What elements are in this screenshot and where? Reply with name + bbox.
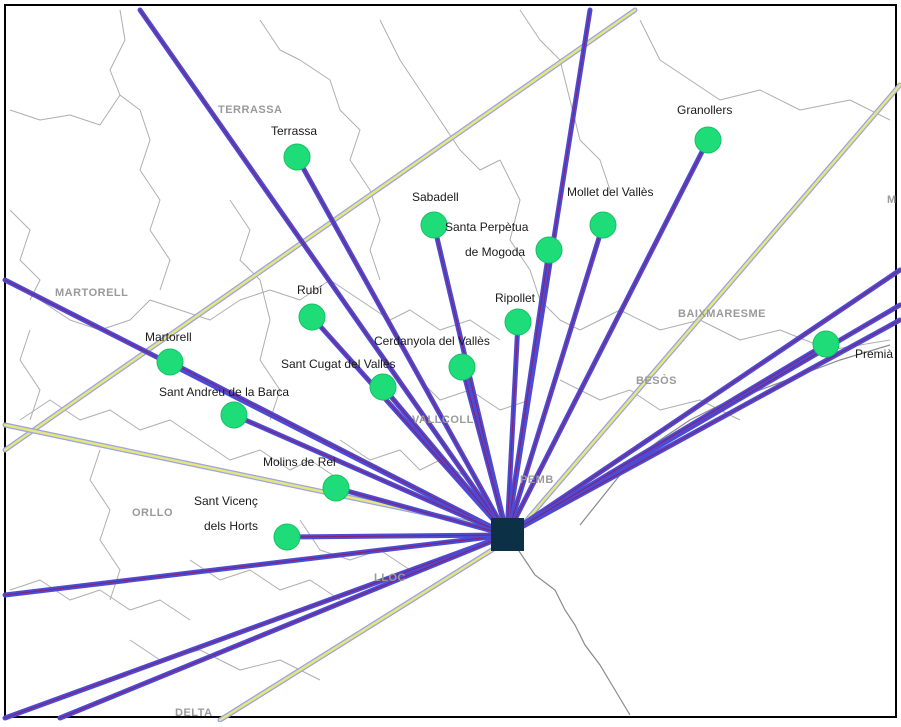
city-dot-santa-perpetua[interactable] <box>535 236 563 264</box>
long-route-6 <box>59 534 508 719</box>
city-label-santa-perpetua: Santa Perpètua <box>445 220 529 234</box>
long-route-9 <box>506 319 901 536</box>
region-label-lloc: LLOC <box>374 572 406 584</box>
city-label-premia: Premià <box>855 347 893 361</box>
region-label-pemb: PEMB <box>520 474 554 486</box>
city-label-sant-vicenc-2: dels Horts <box>204 519 258 533</box>
long-route-4 <box>4 534 508 596</box>
route-premia <box>506 343 827 536</box>
region-label-vallcoll: VALLCOLL <box>412 414 474 426</box>
region-label-m: M <box>887 194 897 206</box>
route-cerdanyola-del-valles <box>461 366 508 536</box>
city-label-terrassa: Terrassa <box>271 124 317 138</box>
long-route-1 <box>139 9 508 536</box>
city-dot-terrassa[interactable] <box>283 143 311 171</box>
city-label-martorell: Martorell <box>145 330 192 344</box>
route-martorell <box>169 361 508 536</box>
city-dot-sant-vicenc[interactable] <box>273 523 301 551</box>
region-labels: TERRASSA MARTORELL BAIXMARESME BESÒS VAL… <box>55 104 897 719</box>
boundaries <box>9 9 891 681</box>
city-dot-sant-andreu-de-la-barca[interactable] <box>220 401 248 429</box>
city-label-santa-perpetua-2: de Mogoda <box>465 245 525 259</box>
city-labels: Granollers Terrassa Sabadell Mollet del … <box>145 103 893 533</box>
region-label-baixmaresme: BAIXMARESME <box>678 308 766 320</box>
city-label-sant-andreu: Sant Andreu de la Barca <box>159 385 289 399</box>
city-label-sant-vicenc: Sant Vicenç <box>194 494 258 508</box>
route-sant-cugat-del-valles <box>382 386 508 536</box>
city-label-molins-de-rei: Molins de Rei <box>263 455 336 469</box>
long-route-5 <box>4 534 508 719</box>
route-sant-andreu-de-la-barca <box>233 414 508 536</box>
route-terrassa <box>296 156 508 536</box>
city-dot-cerdanyola-del-valles[interactable] <box>448 353 476 381</box>
route-molins-de-rei <box>335 487 508 536</box>
city-label-sabadell: Sabadell <box>412 190 459 204</box>
route-santa-perpetua <box>506 249 550 536</box>
route-sant-vicenc <box>286 534 508 538</box>
city-dot-molins-de-rei[interactable] <box>322 474 350 502</box>
city-dots <box>156 126 840 551</box>
city-dot-sant-cugat-del-valles[interactable] <box>369 373 397 401</box>
region-label-martorell: MARTORELL <box>55 287 128 299</box>
route-ripollet <box>506 321 519 536</box>
city-label-cerdanyola: Cerdanyola del Vallès <box>374 334 490 348</box>
corridor-line-1 <box>3 8 637 452</box>
city-dot-ripollet[interactable] <box>504 308 532 336</box>
region-label-besos: BESÒS <box>636 374 677 387</box>
city-dot-martorell[interactable] <box>156 348 184 376</box>
city-label-rubi: Rubí <box>297 283 323 297</box>
long-route-7 <box>506 269 901 536</box>
corridor-line-3 <box>518 83 901 530</box>
region-label-delta: DELTA <box>175 707 213 719</box>
route-mollet-del-valles <box>506 224 604 536</box>
city-dot-rubi[interactable] <box>298 303 326 331</box>
city-dot-sabadell[interactable] <box>420 211 448 239</box>
route-granollers <box>506 139 709 536</box>
route-lines <box>2 7 901 723</box>
region-label-orllo: ORLLO <box>132 507 173 519</box>
city-label-ripollet: Ripollet <box>495 291 536 305</box>
city-dot-granollers[interactable] <box>694 126 722 154</box>
city-label-granollers: Granollers <box>677 103 732 117</box>
city-dot-mollet-del-valles[interactable] <box>589 211 617 239</box>
hub-square[interactable] <box>491 518 524 551</box>
city-label-mollet: Mollet del Vallès <box>567 185 653 199</box>
city-dot-premia[interactable] <box>812 330 840 358</box>
region-label-terrassa: TERRASSA <box>218 104 283 116</box>
corridor-line-4 <box>218 543 502 722</box>
city-label-sant-cugat: Sant Cugat del Vallès <box>281 357 396 371</box>
